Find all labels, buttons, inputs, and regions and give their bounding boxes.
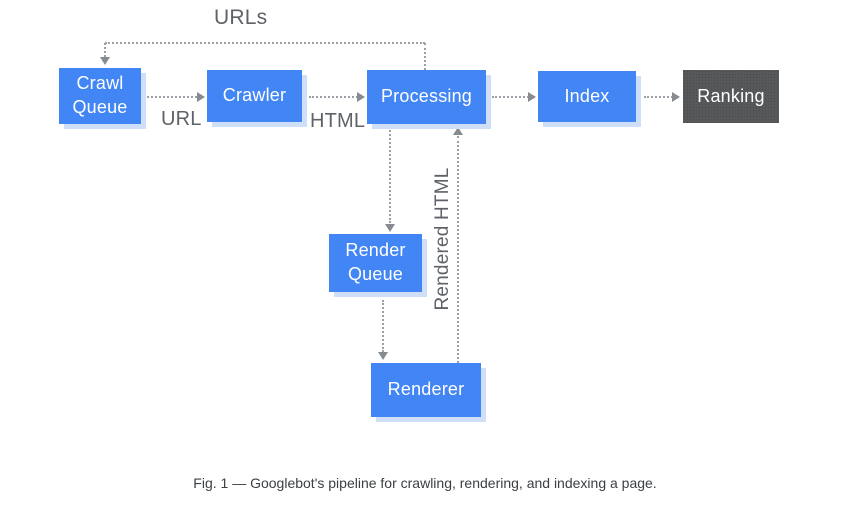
- figure-caption: Fig. 1 — Googlebot's pipeline for crawli…: [193, 475, 657, 491]
- node-ranking: Ranking: [683, 70, 779, 123]
- edge-crawler-processing: [309, 96, 358, 98]
- edge-urls-feedback-left-vertical: [104, 43, 106, 57]
- node-renderer: Renderer: [371, 363, 481, 417]
- edge-processing-renderqueue: [389, 127, 391, 223]
- edge-label-urls: URLs: [214, 6, 268, 29]
- edge-label-html: HTML: [310, 110, 366, 132]
- arrowhead-into-index: [528, 92, 536, 102]
- edge-label-rendered-html: Rendered HTML: [432, 167, 453, 311]
- edge-renderer-processing: [457, 136, 459, 363]
- edge-urls-feedback-horizontal: [105, 42, 425, 44]
- edge-processing-index: [492, 96, 529, 98]
- node-crawler: Crawler: [207, 70, 302, 122]
- node-processing: Processing: [367, 70, 486, 124]
- edge-renderqueue-renderer: [382, 300, 384, 352]
- arrowhead-into-render-queue: [385, 224, 395, 232]
- node-render-queue: Render Queue: [329, 234, 422, 292]
- node-index: Index: [538, 71, 636, 122]
- arrowhead-into-renderer: [378, 352, 388, 360]
- edge-label-url: URL: [161, 108, 202, 130]
- arrowhead-into-crawler: [197, 92, 205, 102]
- node-crawl-queue: Crawl Queue: [59, 68, 141, 124]
- edge-urls-feedback-right-vertical: [424, 43, 426, 70]
- arrowhead-into-ranking: [672, 92, 680, 102]
- arrowhead-into-processing: [357, 92, 365, 102]
- arrowhead-up-into-processing: [453, 127, 463, 135]
- edge-crawlqueue-crawler: [147, 96, 197, 98]
- arrowhead-into-crawl-queue: [100, 57, 110, 65]
- edge-index-ranking: [644, 96, 673, 98]
